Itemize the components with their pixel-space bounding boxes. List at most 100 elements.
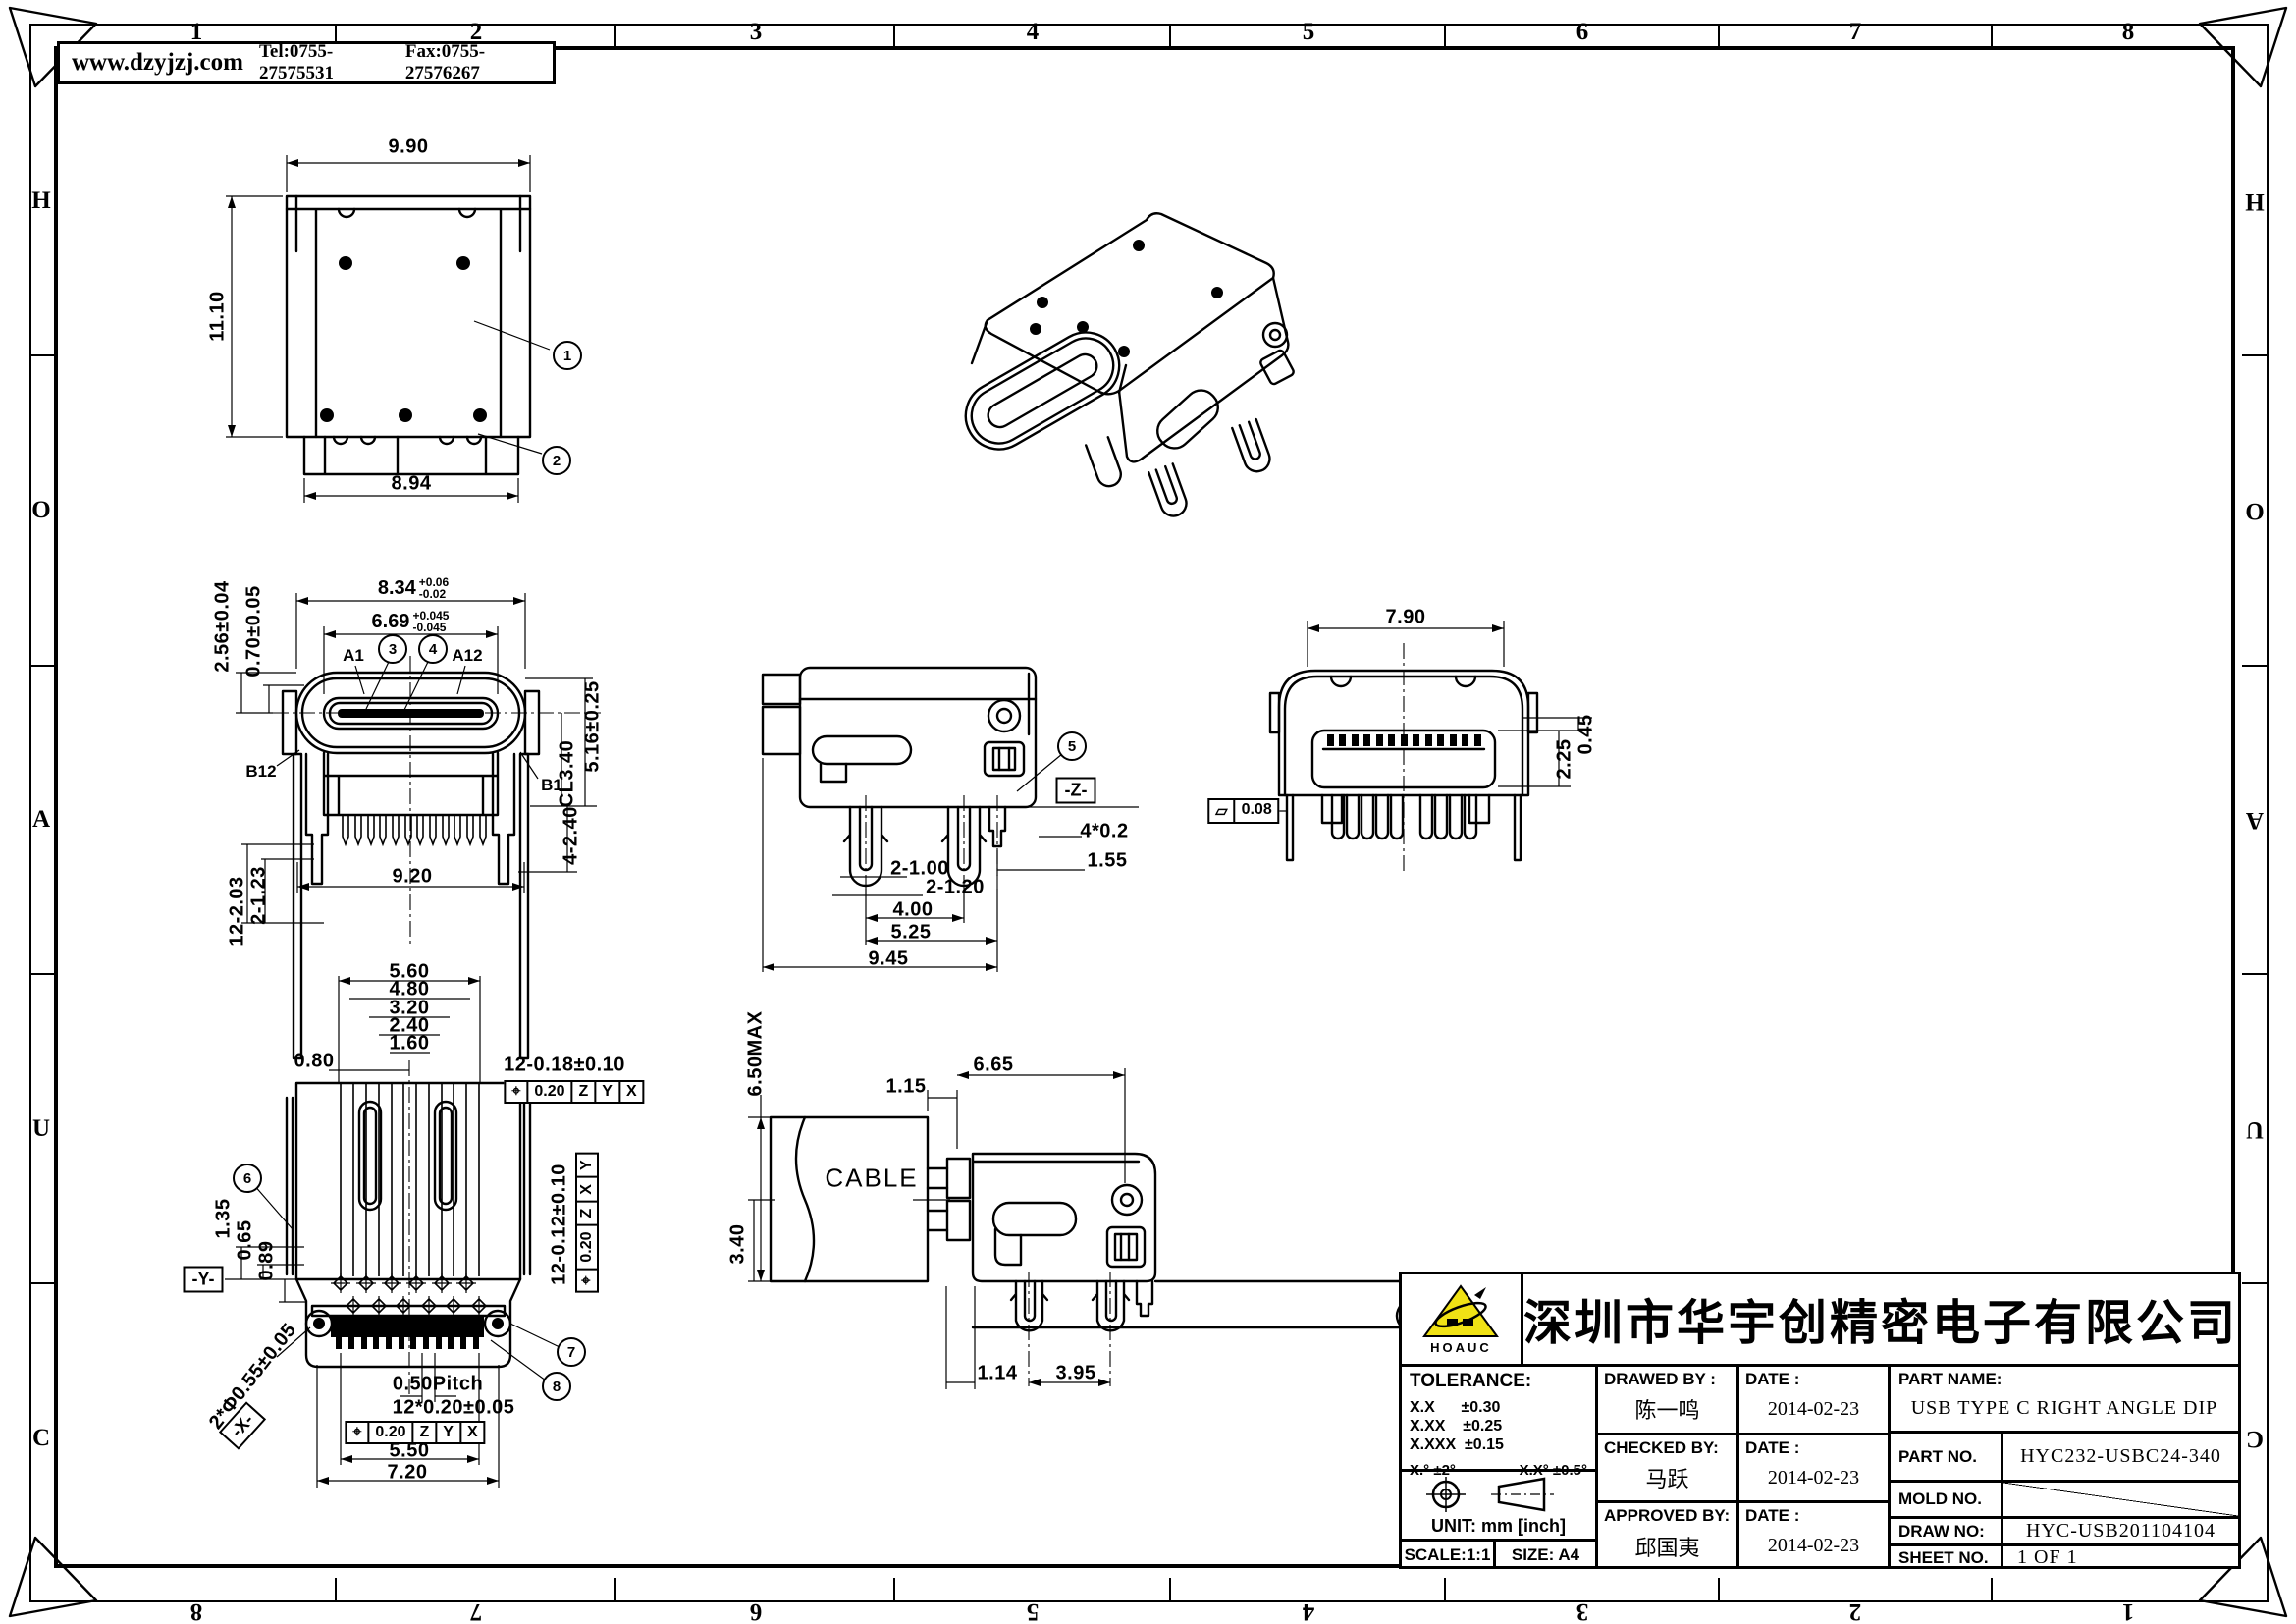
- zone-col-label: 3: [1575, 1598, 1589, 1624]
- dim-label: 1.55: [1087, 849, 1128, 872]
- dim-label: 0.65: [234, 1219, 256, 1261]
- dim-label: 5.16±0.25: [581, 680, 604, 773]
- dim-label: 2.40: [389, 1014, 430, 1037]
- part-no-row: PART NO. HYC232-USBC24-340: [1891, 1434, 2238, 1483]
- zone-col-label: 8: [189, 1598, 203, 1624]
- dim-label: 7.90: [1385, 606, 1426, 628]
- dim-label: 9.20: [392, 865, 433, 888]
- checked-by-row: CHECKED BY:马跃 DATE :2014-02-23: [1598, 1435, 1888, 1504]
- dim-label: 3.20: [389, 997, 430, 1019]
- zone-col-label: 6: [1575, 19, 1589, 45]
- zone-col-label: 4: [1302, 1598, 1315, 1624]
- checked-by-name: 马跃: [1645, 1467, 1689, 1491]
- part-name-label: PART NAME:: [1898, 1370, 2002, 1388]
- cable-label: CABLE: [825, 1163, 919, 1193]
- callout-2: 2: [542, 446, 571, 475]
- checked-date: 2014-02-23: [1767, 1466, 1860, 1489]
- dim-label-toleranced: 8.34 +0.06-0.02: [377, 575, 450, 601]
- zone-row-label: C: [2245, 1426, 2265, 1452]
- zone-row-label: A: [2245, 807, 2265, 834]
- dim-label: 2-1.20: [926, 876, 985, 898]
- dim-label: 2.56±0.04: [211, 580, 234, 673]
- dim-label: 1.60: [389, 1032, 430, 1055]
- tolerance-row: X.X ±0.30: [1410, 1399, 1501, 1416]
- callout-8: 8: [542, 1372, 571, 1401]
- scale-label: SCALE:1:1: [1402, 1542, 1496, 1569]
- zone-col-label: 7: [469, 1598, 483, 1624]
- approved-by-name: 邱国夷: [1634, 1535, 1700, 1560]
- zone-col-label: 8: [2121, 19, 2135, 45]
- company-name: 深圳市华宇创精密电子有限公司: [1522, 1296, 2238, 1350]
- dim-label: 4*0.2: [1080, 820, 1129, 842]
- dim-label: 5.50: [389, 1439, 430, 1462]
- dim-label: 12-0.12±0.10: [548, 1164, 570, 1285]
- dim-label: 0.45: [1575, 714, 1597, 755]
- pin-label-b12: B12: [245, 762, 277, 781]
- draw-no-label: DRAW NO:: [1891, 1519, 2003, 1543]
- title-block-header: HOAUC 深圳市华宇创精密电子有限公司: [1402, 1274, 2238, 1367]
- approved-by-row: APPROVED BY:邱国夷 DATE :2014-02-23: [1598, 1503, 1888, 1570]
- callout-3: 3: [378, 634, 407, 664]
- approved-date: 2014-02-23: [1767, 1535, 1860, 1557]
- sheet-no-row: SHEET NO. 1 OF 1: [1891, 1546, 2238, 1569]
- dim-label: 2-1.23: [247, 866, 270, 925]
- dim-label: 4-2.40: [560, 806, 582, 865]
- logo-text: HOAUC: [1430, 1340, 1492, 1355]
- dim-label: 9.45: [868, 947, 909, 970]
- draw-no-row: DRAW NO: HYC-USB201104104: [1891, 1519, 2238, 1546]
- checked-by-label: CHECKED BY:: [1604, 1437, 1719, 1457]
- pin-label-b1: B1: [541, 776, 562, 794]
- part-name-row: PART NAME: USB TYPE C RIGHT ANGLE DIP: [1891, 1367, 2238, 1435]
- dim-label: 12-2.03: [226, 876, 248, 947]
- callout-4: 4: [418, 634, 448, 664]
- callout-5: 5: [1057, 731, 1087, 761]
- dim-label: 3.40: [726, 1223, 749, 1265]
- dim-label: 5.60: [389, 960, 430, 983]
- border-outer: [29, 24, 2269, 1602]
- dim-label-toleranced: 6.69 +0.045-0.045: [371, 609, 450, 634]
- dim-label: 0.89: [255, 1240, 278, 1281]
- telephone: Tel:0755-27575531: [258, 41, 334, 83]
- callout-1: 1: [553, 341, 582, 370]
- top-view-drawing: [226, 155, 551, 503]
- zone-row-label: O: [2245, 498, 2265, 524]
- zone-col-label: 2: [1848, 1598, 1862, 1624]
- rear-view-drawing: [1268, 621, 1592, 874]
- datum-z-flag: -Z-: [1055, 777, 1096, 804]
- fax: Fax:0755-27576267: [404, 41, 486, 83]
- zone-row-label: H: [2245, 189, 2265, 215]
- callout-7: 7: [557, 1337, 586, 1367]
- mold-no-label: MOLD NO.: [1891, 1482, 2003, 1517]
- flatness-frame: ▱0.08: [1207, 798, 1280, 824]
- dim-label: 2-1.00: [890, 857, 949, 880]
- part-no-value: HYC232-USBC24-340: [2020, 1445, 2221, 1467]
- sheet-no-label: SHEET NO.: [1891, 1546, 2003, 1569]
- draw-no-value: HYC-USB201104104: [2025, 1520, 2216, 1543]
- tolerance-row: X.XXX ±0.15: [1410, 1436, 1504, 1453]
- mold-no-row: MOLD NO.: [1891, 1482, 2238, 1520]
- zone-ticks: [29, 24, 2267, 1600]
- dim-label: 6.65: [973, 1054, 1014, 1076]
- approved-by-label: APPROVED BY:: [1604, 1506, 1731, 1526]
- dim-label: 0.50Pitch: [392, 1373, 484, 1395]
- dim-label: 4.00: [892, 898, 934, 921]
- header-contact-box: www.dzyjzj.com Tel:0755-27575531 Fax:075…: [57, 41, 556, 84]
- mold-no-empty: [2003, 1482, 2238, 1517]
- border-inner: [54, 46, 2235, 1568]
- cable-view-drawing: [748, 1068, 1414, 1389]
- dim-label: 11.10: [206, 291, 229, 342]
- dim-label: 0.70±0.05: [242, 585, 265, 677]
- sheet-no-value: 1 OF 1: [2017, 1546, 2078, 1568]
- zone-row-label: C: [31, 1425, 51, 1451]
- dim-label: 6.50MAX: [744, 1010, 767, 1097]
- dim-label: 9.90: [388, 135, 429, 158]
- dim-label: 3.95: [1055, 1362, 1096, 1384]
- front-view-drawing: [236, 593, 601, 1060]
- tolerance-block: TOLERANCE: X.X ±0.30 X.XX ±0.25 X.XXX ±0…: [1402, 1367, 1598, 1569]
- drawed-by-row: DRAWED BY :陈一鸣 DATE :2014-02-23: [1598, 1367, 1888, 1435]
- pin-label-a12: A12: [452, 646, 483, 665]
